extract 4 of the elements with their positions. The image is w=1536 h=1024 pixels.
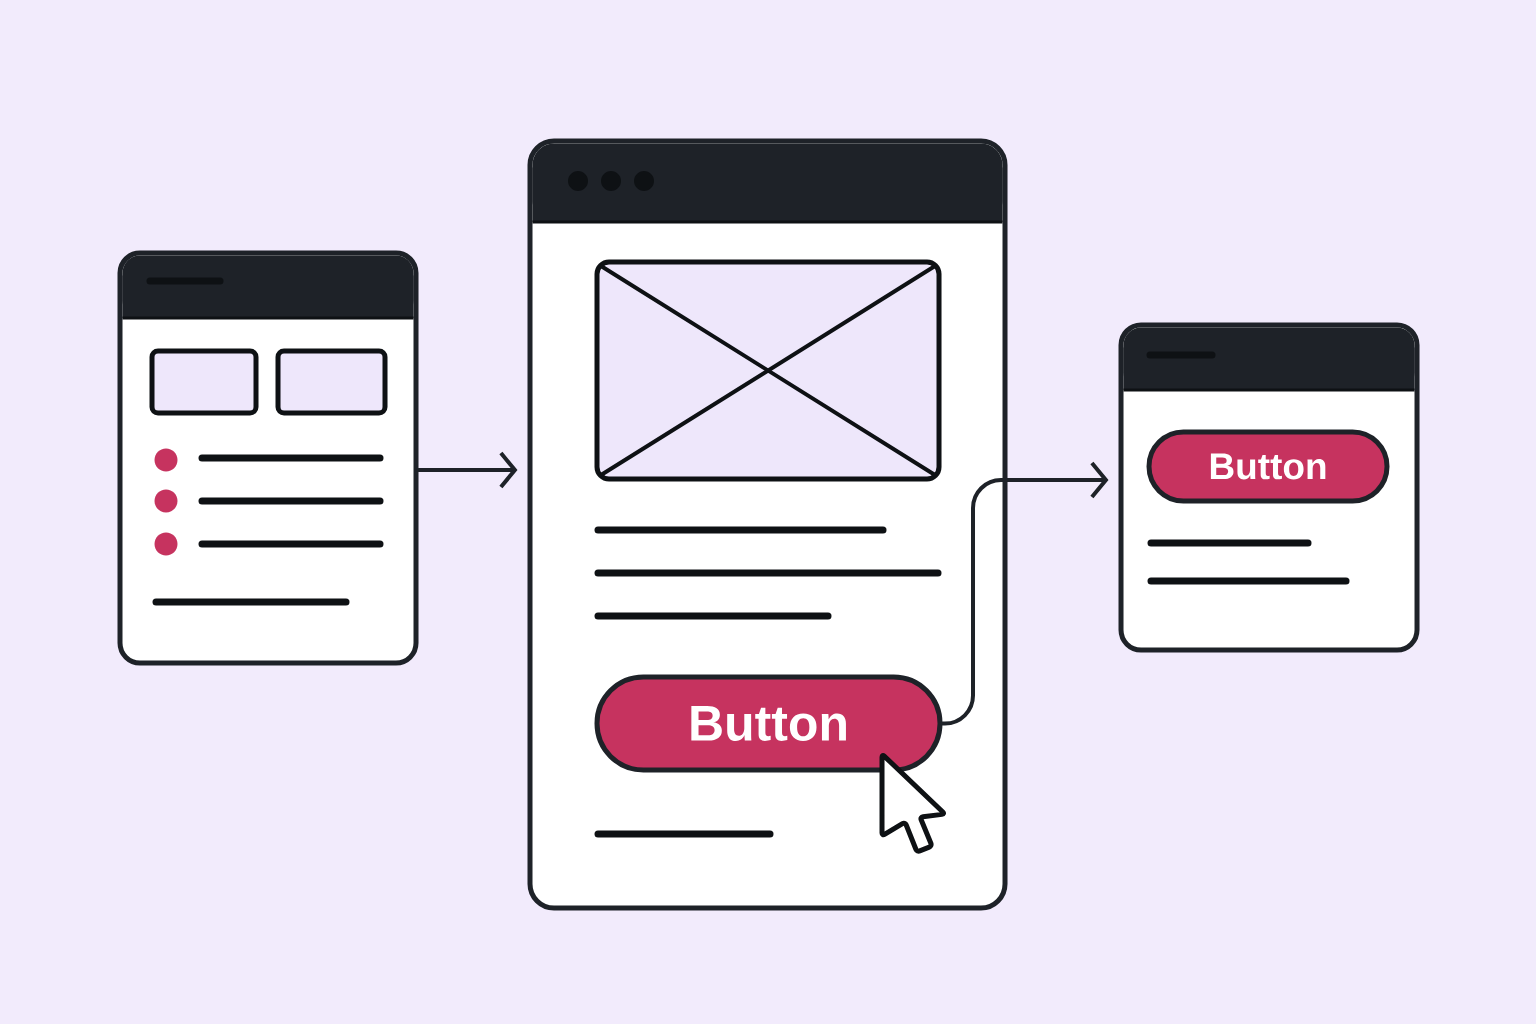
arrow bbox=[416, 451, 518, 489]
button: Button bbox=[594, 674, 943, 773]
arrow bbox=[940, 461, 1109, 726]
button: Button bbox=[1146, 429, 1390, 504]
